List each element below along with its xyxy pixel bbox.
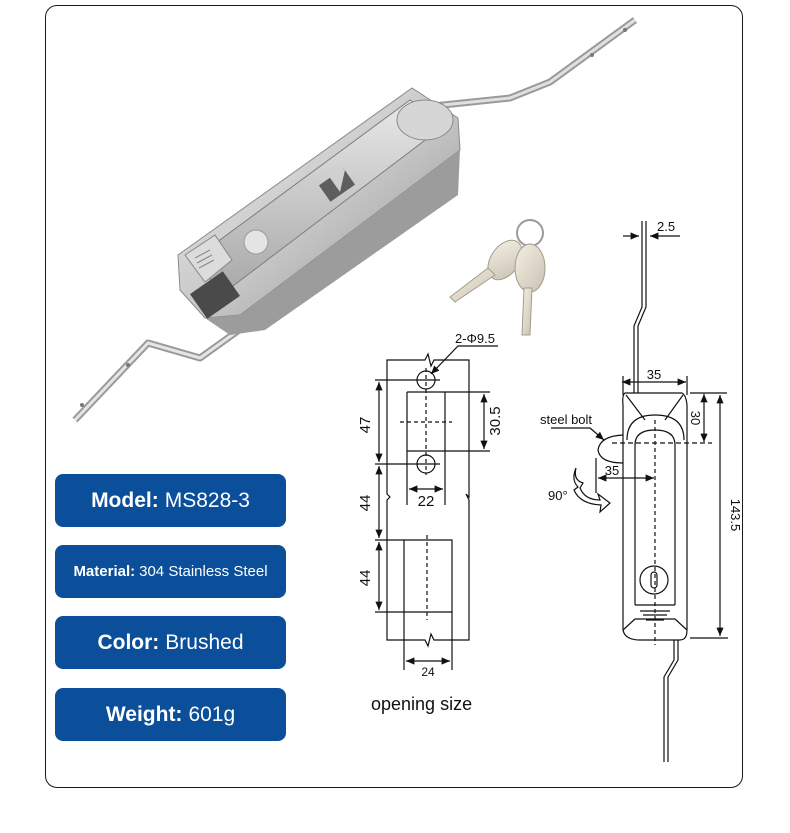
dim-bolt-offset: 35	[605, 463, 619, 478]
spec-model: Model: MS828-3	[55, 474, 286, 527]
spec-weight-label: Weight:	[105, 702, 183, 726]
dim-lower-height: 44	[357, 570, 374, 587]
spec-model-label: Model:	[91, 488, 159, 512]
steel-bolt-label: steel bolt	[540, 412, 592, 427]
spec-material-value: 304 Stainless Steel	[139, 563, 268, 580]
dim-upper-height: 30.5	[487, 406, 504, 435]
spec-material-label: Material:	[73, 563, 136, 580]
dim-gap: 44	[357, 495, 374, 512]
dim-lower-width: 24	[421, 665, 435, 679]
product-card-frame	[45, 5, 743, 788]
dim-upper-width: 22	[418, 493, 435, 510]
spec-color-label: Color:	[97, 630, 160, 654]
spec-model-value: MS828-3	[164, 488, 250, 512]
rotate-arrow-icon	[573, 467, 611, 514]
spec-weight: Weight: 601g	[55, 688, 286, 741]
rotation-label: 90°	[548, 488, 568, 503]
spec-material: Material: 304 Stainless Steel	[55, 545, 286, 598]
dim-hole-spacing: 47	[357, 417, 374, 434]
spec-color-value: Brushed	[165, 630, 244, 654]
dim-body-width: 35	[647, 367, 661, 382]
dim-total-height: 143.5	[728, 499, 743, 532]
dim-rod-thickness: 2.5	[657, 219, 675, 234]
dim-top-height: 30	[688, 411, 703, 425]
spec-color: Color: Brushed	[55, 616, 286, 669]
spec-weight-value: 601g	[188, 702, 236, 726]
opening-size-caption: opening size	[371, 694, 473, 714]
hole-diameter-label: 2-Φ9.5	[455, 331, 495, 346]
